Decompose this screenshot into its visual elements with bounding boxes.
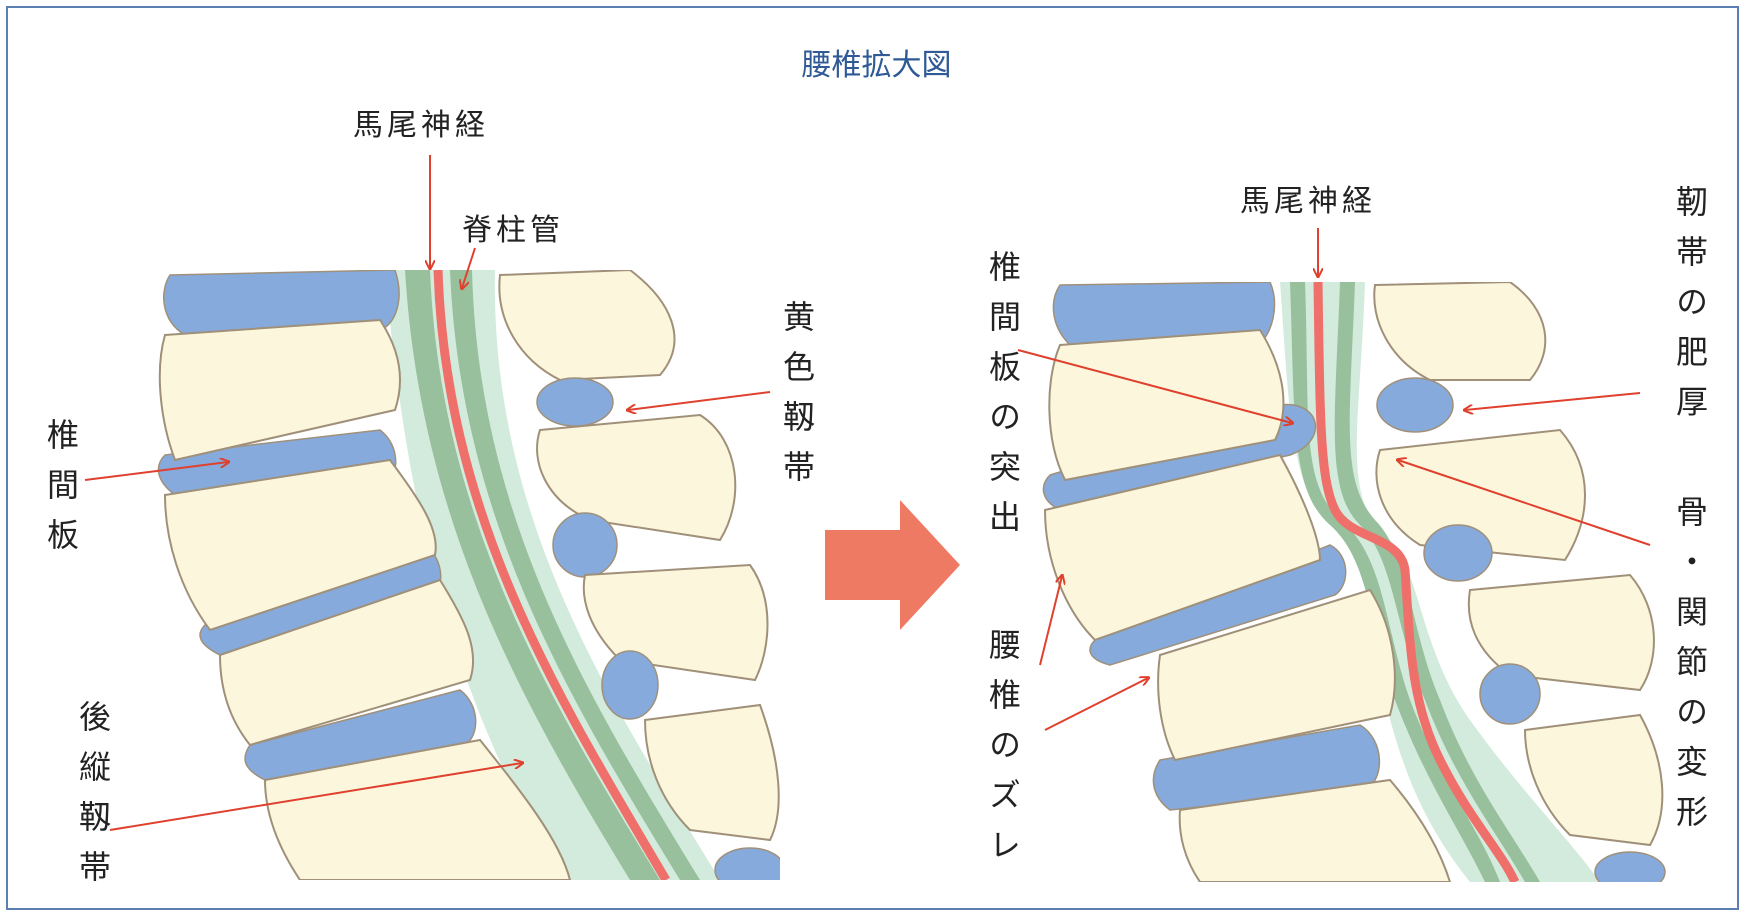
left-facet-1	[498, 270, 676, 382]
right-label-disc-protrusion: 椎間板の突出	[984, 250, 1022, 550]
left-ligament-band	[405, 270, 660, 880]
right-disc-3	[1089, 544, 1347, 666]
left-spinal-canal	[385, 270, 720, 880]
left-label-posterior-longitudinal-ligament: 後縦靱帯	[74, 700, 112, 900]
right-label-cauda-equina: 馬尾神経	[1240, 184, 1376, 219]
right-cauda-equina-nerve	[1313, 282, 1520, 882]
left-arrow-pll	[109, 763, 522, 831]
right-arrow-disc-protrusion	[1017, 349, 1292, 423]
big-right-arrow	[825, 500, 960, 630]
left-label-ligamentum-flavum: 黄色靱帯	[778, 300, 816, 500]
left-ligament-flavum-pad-3	[601, 650, 659, 720]
left-arrow-flavum	[628, 391, 771, 410]
left-ligament-flavum-pad-1	[536, 377, 614, 427]
right-facet-2-deformed	[1375, 428, 1586, 562]
left-facet-2	[536, 413, 737, 542]
right-label-ligament-thickening: 靭帯の肥厚	[1671, 185, 1709, 435]
right-thickened-ligament-3	[1479, 663, 1541, 725]
right-arrow-ligament	[1465, 392, 1641, 410]
right-arrow-slip-1	[1039, 576, 1062, 666]
right-spine	[1042, 282, 1666, 882]
right-arrow-bone-joint	[1398, 460, 1651, 546]
right-vertebra-2	[1043, 453, 1322, 642]
figure-frame	[6, 6, 1739, 910]
left-vertebra-4	[263, 738, 572, 880]
right-vertebra-1	[1048, 328, 1285, 482]
left-arrow-canal	[462, 247, 476, 288]
left-vertebra-3	[218, 578, 475, 747]
right-thickened-ligament-4	[1594, 851, 1666, 882]
right-facet-1	[1373, 282, 1547, 381]
figure-title: 腰椎拡大図	[801, 48, 952, 83]
left-ligament-flavum-pad-4	[714, 847, 780, 880]
left-spine	[157, 270, 780, 880]
left-label-intervertebral-disc: 椎間板	[42, 418, 80, 568]
left-ligament-band-2	[450, 270, 700, 880]
left-ligament-flavum-pad-2	[552, 512, 618, 578]
left-vertebra-2	[163, 458, 437, 632]
right-label-vertebral-slip: 腰椎のズレ	[984, 628, 1022, 878]
left-arrow-disc	[84, 462, 228, 481]
right-facet-4	[1523, 713, 1664, 847]
right-vertebra-4	[1178, 778, 1452, 882]
right-label-bone-joint-deformation: 骨・関節の変形	[1671, 495, 1709, 845]
left-facet-4	[643, 703, 780, 842]
left-cauda-equina-nerve	[433, 270, 670, 880]
right-vertebra-3	[1157, 588, 1396, 762]
left-vertebra-1	[158, 318, 401, 462]
right-thickened-ligament-1	[1376, 377, 1454, 433]
right-arrow-slip-2	[1044, 678, 1148, 731]
right-facet-3	[1467, 573, 1655, 692]
right-thickened-ligament-2	[1423, 524, 1493, 582]
left-label-spinal-canal: 脊柱管	[462, 213, 564, 248]
left-label-cauda-equina: 馬尾神経	[353, 108, 489, 143]
